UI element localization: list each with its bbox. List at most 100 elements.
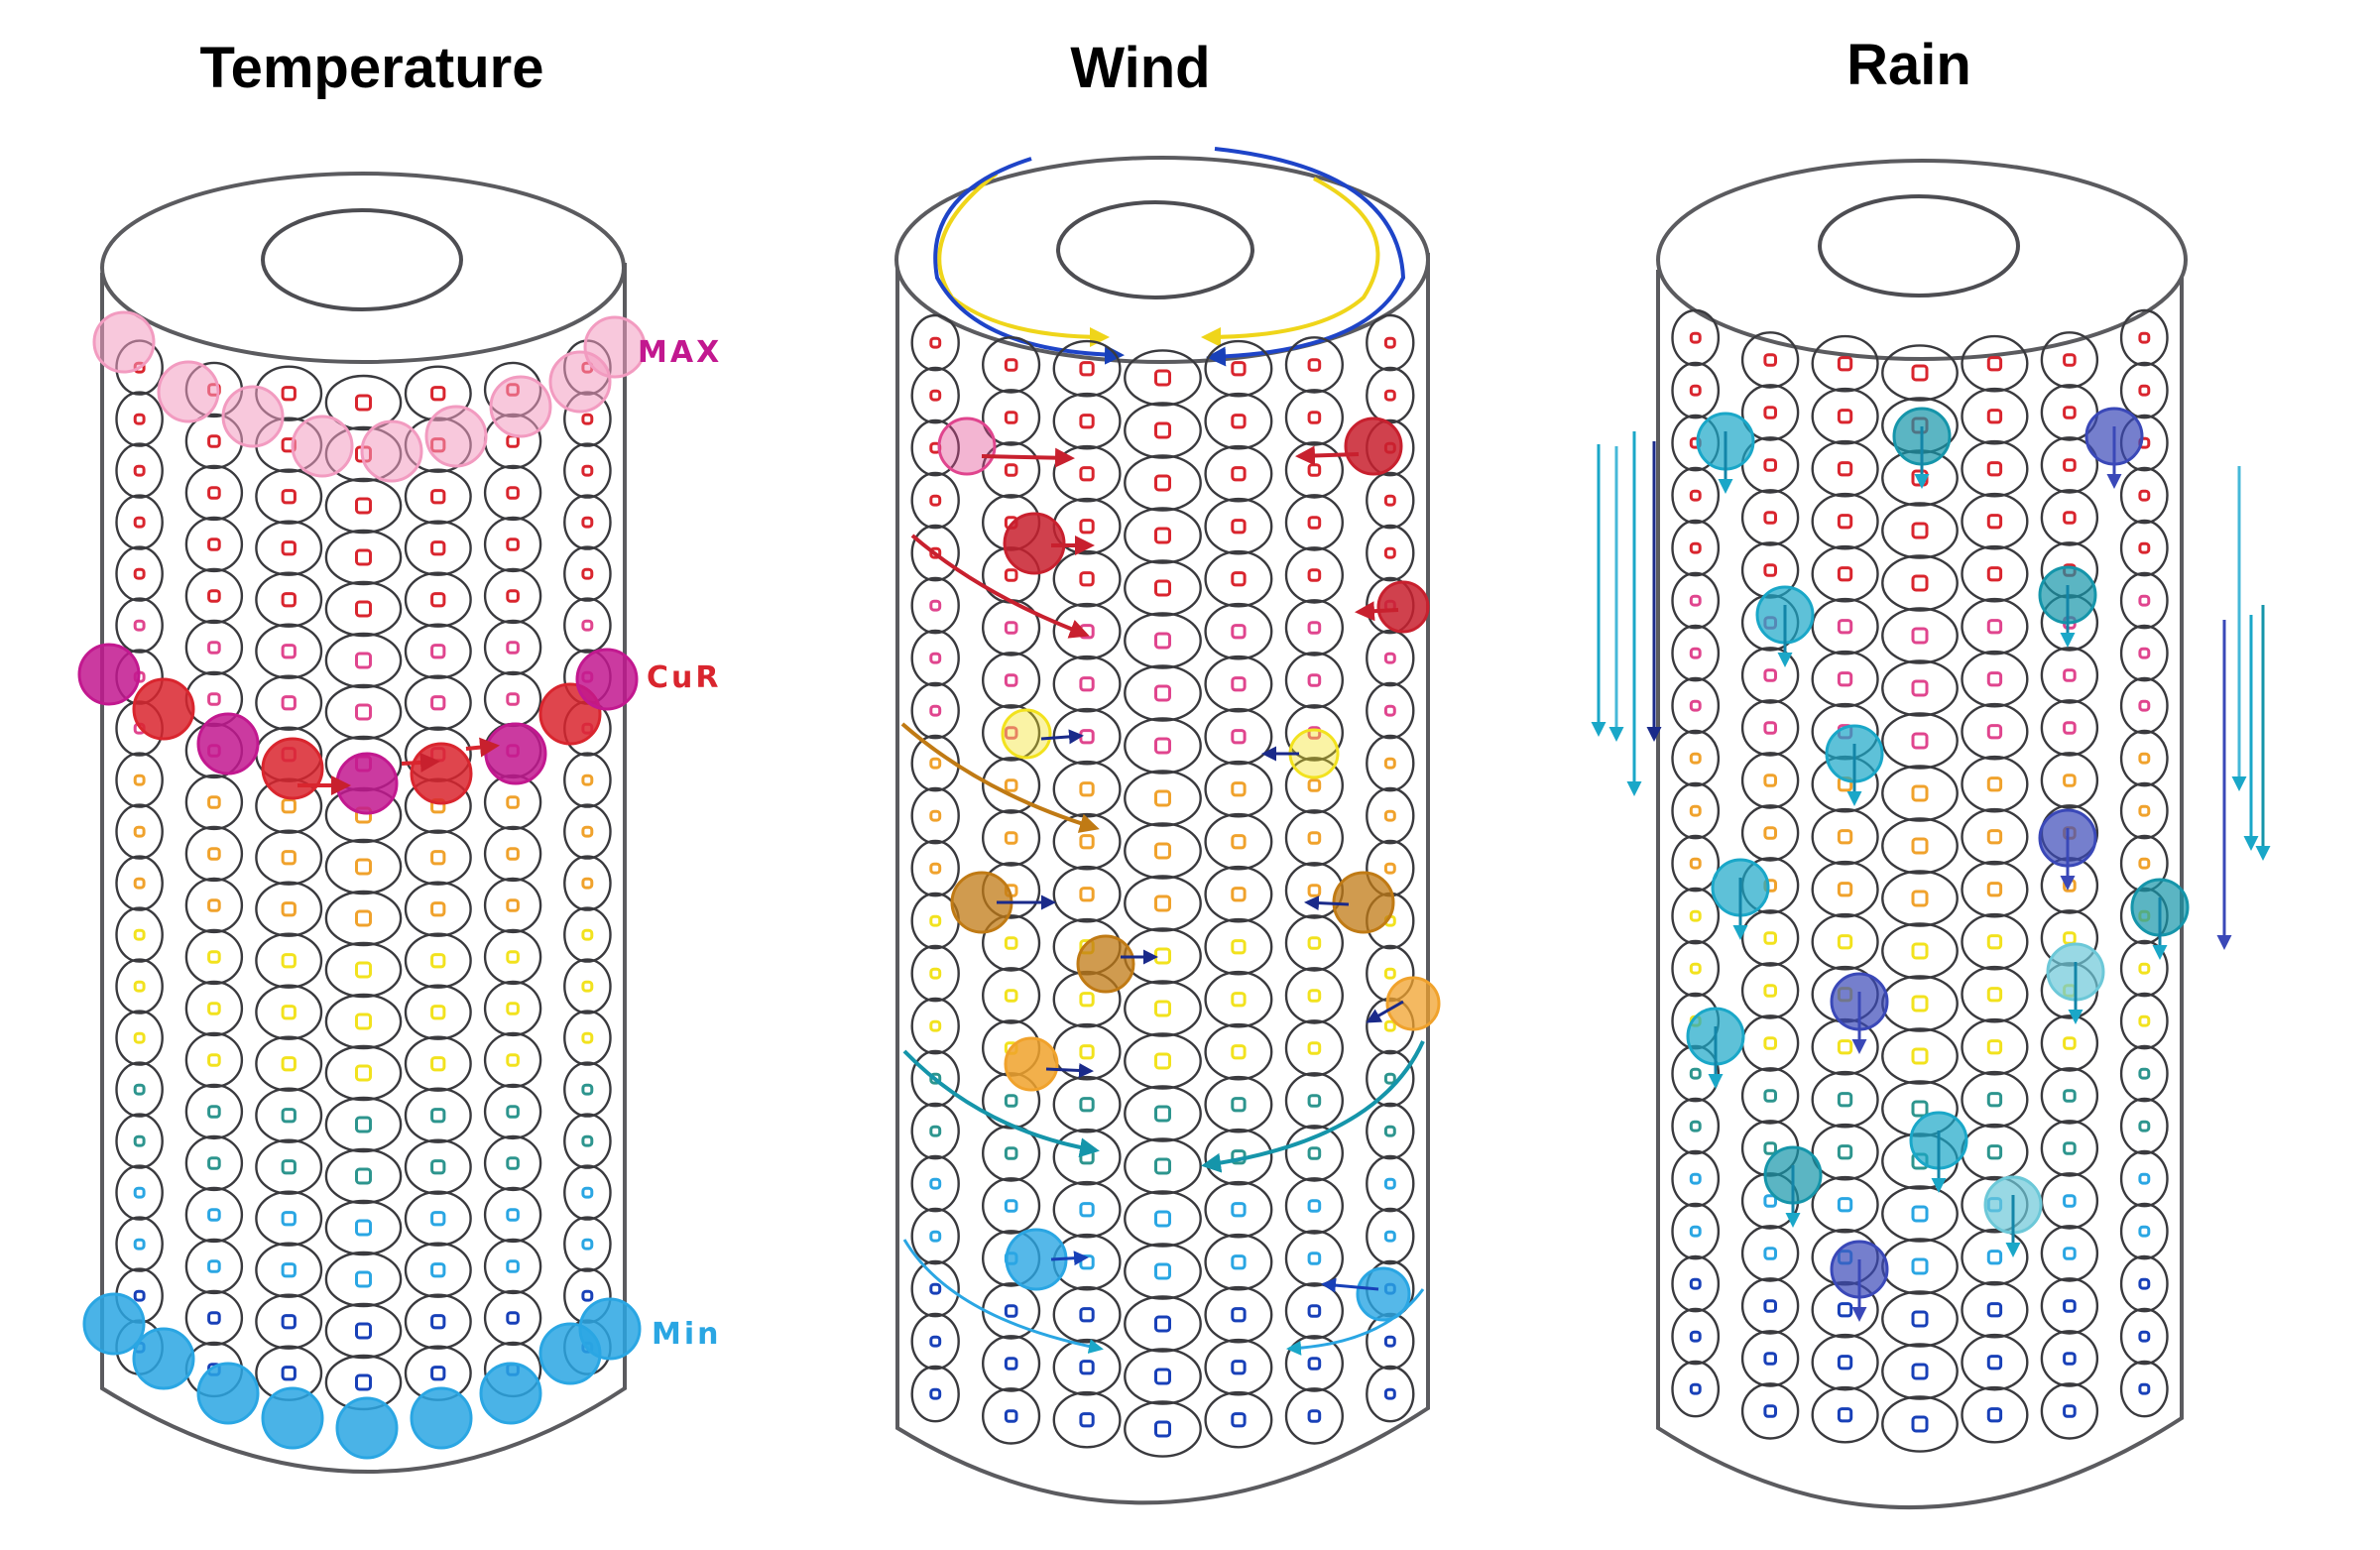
grid-cell — [1124, 1243, 1202, 1300]
max-band-cell — [221, 385, 285, 448]
led-square — [355, 497, 372, 515]
grid-cell — [184, 619, 244, 676]
led-square — [1763, 668, 1778, 682]
grid-cell — [1284, 967, 1344, 1024]
grid-cell — [255, 1242, 323, 1298]
grid-cell — [1881, 870, 1959, 927]
grid-cell — [1052, 865, 1122, 923]
wind-arrow — [1201, 1040, 1425, 1173]
led-square — [281, 1108, 297, 1124]
led-square — [1763, 984, 1778, 998]
temperature-title: Temperature — [199, 36, 543, 100]
grid-cell — [115, 1061, 164, 1118]
led-square — [929, 1230, 942, 1243]
grid-cell — [1204, 339, 1273, 398]
led-square — [355, 1322, 372, 1340]
led-square — [1383, 1387, 1396, 1400]
led-square — [506, 1208, 520, 1222]
grid-cell — [1124, 1348, 1202, 1405]
led-square — [1004, 1094, 1018, 1108]
led-square — [1154, 632, 1171, 650]
grid-cell — [563, 1164, 612, 1221]
top-yellow-arrow-right — [1201, 177, 1380, 347]
grid-cell — [2119, 992, 2169, 1050]
led-square — [1004, 989, 1018, 1003]
led-square — [281, 1262, 297, 1278]
led-square — [133, 1031, 146, 1044]
grid-cell — [1811, 1385, 1879, 1444]
led-square — [2138, 699, 2151, 712]
grid-cell — [1204, 707, 1273, 766]
led-square — [1986, 566, 2003, 582]
min-band-cell — [132, 1327, 195, 1390]
grid-cell — [1124, 717, 1202, 775]
led-square — [1986, 461, 2003, 477]
led-square — [1986, 987, 2003, 1003]
max-band-cell — [291, 415, 354, 478]
grid-cell — [1961, 965, 2029, 1023]
grid-cell — [1052, 1285, 1122, 1344]
led-square — [1911, 1100, 1929, 1118]
grid-cell — [2119, 1202, 2169, 1260]
led-square — [581, 1238, 594, 1251]
grid-cell — [1811, 860, 1879, 918]
led-square — [1986, 1144, 2003, 1160]
grid-cell — [1961, 702, 2029, 761]
grid-cell — [404, 520, 472, 576]
grid-cell — [1204, 1075, 1273, 1133]
led-square — [355, 1373, 372, 1391]
led-square — [1154, 894, 1171, 912]
led-square — [281, 592, 297, 608]
grid-cell — [255, 881, 323, 937]
grid-cell — [563, 855, 612, 911]
grid-cell — [1671, 1254, 1721, 1313]
led-square — [1911, 522, 1929, 539]
min-band-cell — [479, 1362, 542, 1425]
grid-cell — [1204, 970, 1273, 1028]
led-square — [1004, 726, 1018, 740]
led-square — [581, 1134, 594, 1147]
led-square — [1307, 673, 1322, 687]
led-square — [1911, 942, 1929, 960]
wind-arrow — [1045, 1062, 1094, 1078]
led-square — [1763, 774, 1778, 787]
grid-cell — [1124, 559, 1202, 617]
led-square — [581, 567, 594, 580]
current-band-cell — [484, 722, 547, 785]
grid-cell — [2040, 1382, 2099, 1440]
led-square — [355, 961, 372, 979]
grid-cell — [483, 516, 542, 573]
grid-cell — [563, 1113, 612, 1169]
led-square — [281, 1159, 297, 1175]
grid-cell — [483, 464, 542, 522]
grid-cell — [324, 1251, 403, 1308]
led-square — [1079, 781, 1095, 797]
led-square — [1231, 887, 1247, 902]
led-square — [133, 928, 146, 941]
grid-cell — [483, 567, 542, 625]
grid-cell — [1284, 336, 1344, 394]
grid-cell — [255, 623, 323, 679]
grid-cell — [1284, 441, 1344, 499]
led-square — [281, 644, 297, 659]
grid-cell — [184, 877, 244, 934]
grid-cell — [184, 980, 244, 1037]
cylinder-top-hole — [1818, 194, 2020, 298]
led-square — [1004, 1146, 1018, 1160]
grid-cell — [1124, 822, 1202, 880]
led-square — [1837, 1355, 1853, 1371]
grid-cell — [1881, 922, 1959, 980]
grid-cell — [1811, 597, 1879, 656]
led-square — [2138, 384, 2151, 397]
led-square — [281, 1314, 297, 1330]
led-square — [430, 386, 446, 402]
led-square — [1154, 842, 1171, 860]
led-square — [1986, 776, 2003, 792]
grid-cell — [1961, 334, 2029, 393]
led-square — [1231, 466, 1247, 482]
led-square — [506, 950, 520, 964]
led-square — [430, 850, 446, 866]
led-square — [207, 847, 221, 861]
led-square — [2063, 721, 2077, 735]
led-square — [1383, 494, 1396, 507]
